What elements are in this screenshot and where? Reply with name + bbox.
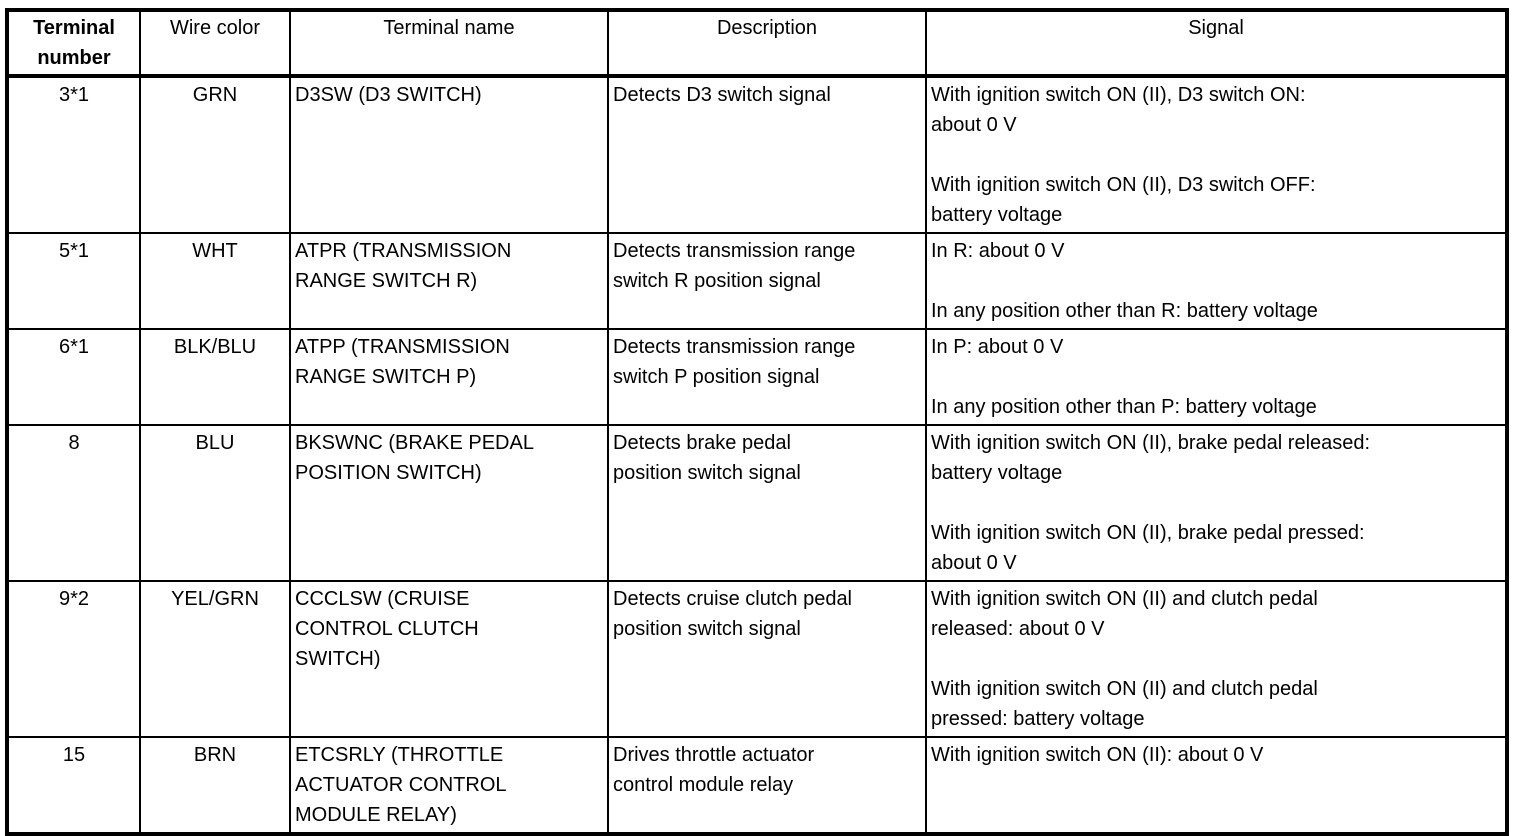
cell-text: With ignition switch ON (II): about 0 V bbox=[931, 744, 1264, 766]
cell-text: Detects transmission range switch P posi… bbox=[613, 336, 856, 388]
signal-cell: With ignition switch ON (II), brake peda… bbox=[925, 424, 1508, 582]
cell-text: 8 bbox=[68, 432, 80, 454]
cell-text: 5*1 bbox=[58, 240, 90, 262]
cell-text: Drives throttle actuator control module … bbox=[613, 744, 815, 796]
terminal-name-cell: ATPP (TRANSMISSION RANGE SWITCH P) bbox=[289, 328, 609, 426]
wire-color-cell: WHT bbox=[139, 232, 291, 330]
signal-cell: In R: about 0 V In any position other tha… bbox=[925, 232, 1508, 330]
cell-text: 15 bbox=[62, 744, 86, 766]
table-row: 3*1 GRN D3SW (D3 SWITCH) Detects D3 switch … bbox=[6, 75, 1508, 234]
description-cell: Detects transmission range switch P posi… bbox=[607, 328, 927, 426]
cell-text: ETCSRLY (THROTTLE ACTUATOR CONTROL MODUL… bbox=[295, 744, 507, 826]
header-description: Description bbox=[607, 9, 927, 78]
wire-color-cell: GRN bbox=[139, 75, 291, 234]
description-cell: Detects transmission range switch R posi… bbox=[607, 232, 927, 330]
header-terminal-name: Terminal name bbox=[289, 9, 609, 78]
description-cell: Detects cruise clutch pedal position swi… bbox=[607, 580, 927, 738]
cell-text: In R: about 0 V bbox=[931, 240, 1065, 262]
cell-text: With ignition switch ON (II) and clutch … bbox=[931, 678, 1318, 730]
cell-text: In P: about 0 V bbox=[931, 336, 1064, 358]
cell-text: With ignition switch ON (II), D3 switch … bbox=[931, 174, 1316, 226]
cell-text: ATPP (TRANSMISSION RANGE SWITCH P) bbox=[295, 336, 510, 388]
signal-cell: With ignition switch ON (II), D3 switch … bbox=[925, 75, 1508, 234]
cell-text: BLU bbox=[195, 432, 235, 454]
cell-text: Detects brake pedal position switch sign… bbox=[613, 432, 801, 484]
description-cell: Drives throttle actuator control module … bbox=[607, 736, 927, 835]
cell-text: CCCLSW (CRUISE CONTROL CLUTCH SWITCH) bbox=[295, 588, 479, 670]
terminal-table: Terminal number Wire color Terminal name… bbox=[5, 8, 1509, 836]
table-header: Terminal number Wire color Terminal name… bbox=[6, 9, 1508, 78]
wire-color-cell: BLU bbox=[139, 424, 291, 582]
wire-color-cell: BRN bbox=[139, 736, 291, 835]
signal-cell: In P: about 0 V In any position other tha… bbox=[925, 328, 1508, 426]
cell-text: With ignition switch ON (II) and clutch … bbox=[931, 588, 1318, 640]
cell-text: YEL/GRN bbox=[171, 588, 259, 610]
cell-text: In any position other than R: battery vo… bbox=[931, 300, 1318, 322]
header-signal: Signal bbox=[925, 9, 1508, 78]
header-label: Terminal number bbox=[33, 17, 115, 69]
terminal-table-body: 3*1 GRN D3SW (D3 SWITCH) Detects D3 switch … bbox=[6, 75, 1508, 835]
header-label: Terminal name bbox=[383, 17, 515, 39]
terminal-name-cell: D3SW (D3 SWITCH) bbox=[289, 75, 609, 234]
header-label: Description bbox=[716, 17, 818, 39]
cell-text: 9*2 bbox=[58, 588, 90, 610]
header-terminal-number: Terminal number bbox=[6, 9, 141, 78]
description-cell: Detects D3 switch signal bbox=[607, 75, 927, 234]
description-cell: Detects brake pedal position switch sign… bbox=[607, 424, 927, 582]
cell-text: Detects D3 switch signal bbox=[613, 84, 831, 106]
terminal-number-cell: 9*2 bbox=[6, 580, 141, 738]
terminal-number-cell: 8 bbox=[6, 424, 141, 582]
cell-text: BKSWNC (BRAKE PEDAL POSITION SWITCH) bbox=[295, 432, 534, 484]
terminal-name-cell: CCCLSW (CRUISE CONTROL CLUTCH SWITCH) bbox=[289, 580, 609, 738]
cell-text: In any position other than P: battery vo… bbox=[931, 396, 1317, 418]
cell-text: ATPR (TRANSMISSION RANGE SWITCH R) bbox=[295, 240, 512, 292]
terminal-name-cell: BKSWNC (BRAKE PEDAL POSITION SWITCH) bbox=[289, 424, 609, 582]
cell-text: Detects cruise clutch pedal position swi… bbox=[613, 588, 853, 640]
table-row: 5*1 WHT ATPR (TRANSMISSION RANGE SWITCH R)… bbox=[6, 232, 1508, 330]
cell-text: BLK/BLU bbox=[173, 336, 257, 358]
cell-text: With ignition switch ON (II), brake peda… bbox=[931, 522, 1365, 574]
cell-text: WHT bbox=[192, 240, 238, 262]
header-wire-color: Wire color bbox=[139, 9, 291, 78]
terminal-number-cell: 5*1 bbox=[6, 232, 141, 330]
terminal-number-cell: 3*1 bbox=[6, 75, 141, 234]
wire-color-cell: BLK/BLU bbox=[139, 328, 291, 426]
cell-text: 6*1 bbox=[58, 336, 90, 358]
cell-text: GRN bbox=[192, 84, 238, 106]
table-row: 15 BRN ETCSRLY (THROTTLE ACTUATOR CONTROL … bbox=[6, 736, 1508, 835]
cell-text: Detects transmission range switch R posi… bbox=[613, 240, 856, 292]
terminal-number-cell: 15 bbox=[6, 736, 141, 835]
header-label: Wire color bbox=[169, 17, 260, 39]
terminal-name-cell: ATPR (TRANSMISSION RANGE SWITCH R) bbox=[289, 232, 609, 330]
table-row: 6*1 BLK/BLU ATPP (TRANSMISSION RANGE SWITC… bbox=[6, 328, 1508, 426]
cell-text: D3SW (D3 SWITCH) bbox=[295, 84, 482, 106]
terminal-number-cell: 6*1 bbox=[6, 328, 141, 426]
header-row: Terminal number Wire color Terminal name… bbox=[6, 9, 1508, 78]
cell-text: With ignition switch ON (II), D3 switch … bbox=[931, 84, 1306, 136]
cell-text: 3*1 bbox=[58, 84, 90, 106]
table-row: 9*2 YEL/GRN CCCLSW (CRUISE CONTROL CLUTCH … bbox=[6, 580, 1508, 738]
table-row: 8 BLU BKSWNC (BRAKE PEDAL POSITION SWITCH)… bbox=[6, 424, 1508, 582]
signal-cell: With ignition switch ON (II): about 0 V bbox=[925, 736, 1508, 835]
cell-text: With ignition switch ON (II), brake peda… bbox=[931, 432, 1371, 484]
wire-color-cell: YEL/GRN bbox=[139, 580, 291, 738]
cell-text: BRN bbox=[193, 744, 237, 766]
header-label: Signal bbox=[1188, 17, 1244, 39]
terminal-name-cell: ETCSRLY (THROTTLE ACTUATOR CONTROL MODUL… bbox=[289, 736, 609, 835]
signal-cell: With ignition switch ON (II) and clutch … bbox=[925, 580, 1508, 738]
document-page: Terminal number Wire color Terminal name… bbox=[5, 8, 1509, 836]
